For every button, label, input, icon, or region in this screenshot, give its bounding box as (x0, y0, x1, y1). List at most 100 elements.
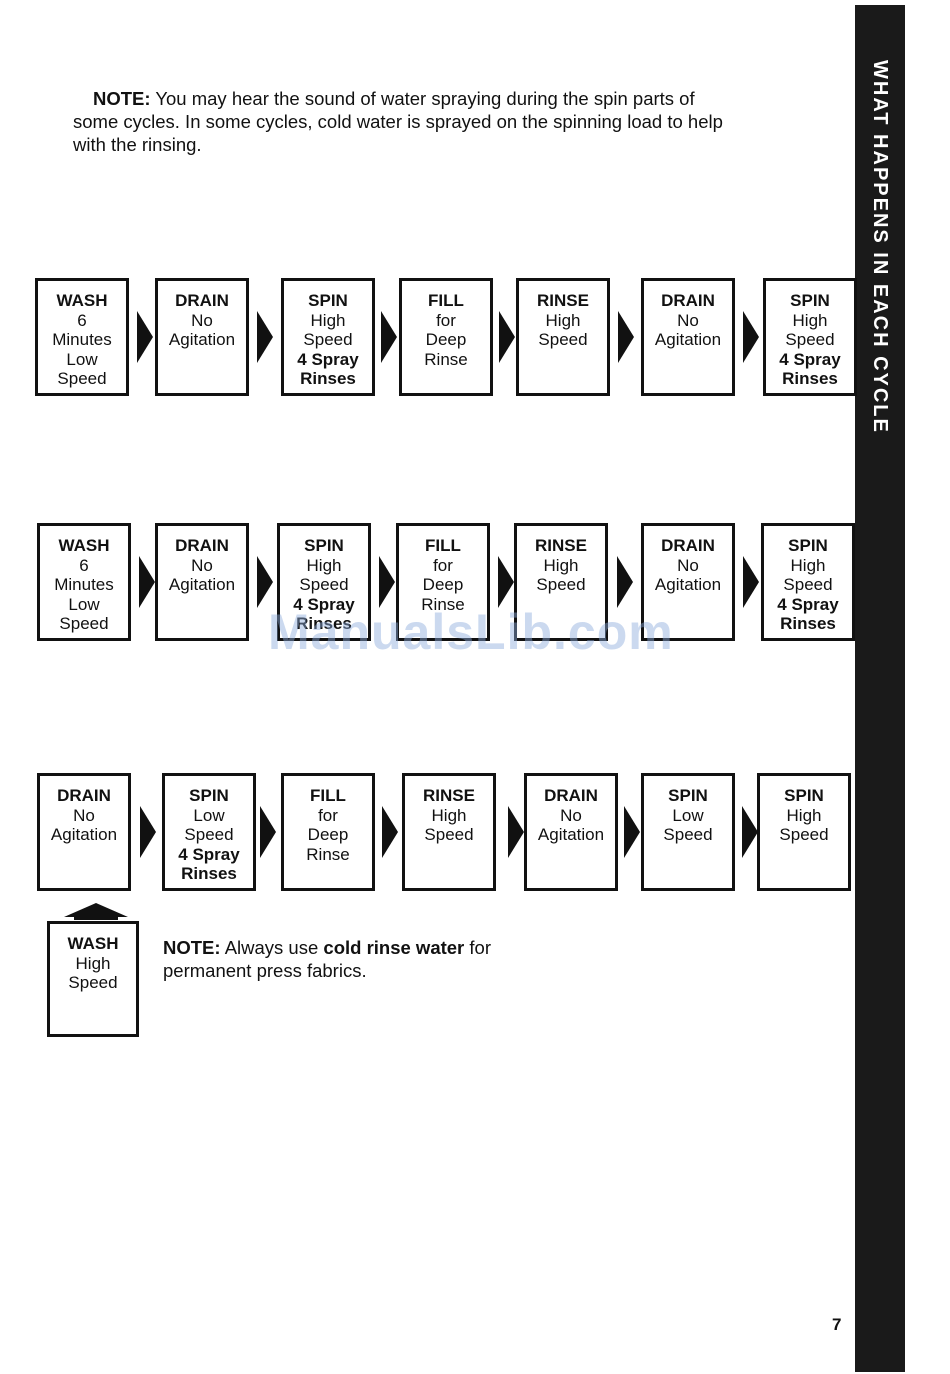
step-line: 6 (77, 310, 87, 330)
step-title: SPIN (790, 291, 830, 310)
arrow-right-icon (624, 806, 640, 858)
step-line: No (677, 310, 699, 330)
step-line: Agitation (654, 330, 722, 349)
step-line: 6 (79, 555, 89, 575)
step-title: RINSE (423, 786, 475, 805)
step-title: RINSE (535, 536, 587, 555)
step-line: Deep (425, 330, 467, 349)
step-line: Speed (59, 614, 109, 633)
step-line: Agitation (168, 330, 236, 349)
sidebar-title: WHAT HAPPENS IN EACH CYCLE (869, 60, 891, 434)
arrow-right-icon (381, 311, 397, 363)
step-line: Speed (779, 825, 829, 844)
page-number: 7 (832, 1315, 842, 1334)
step-title: FILL (425, 536, 461, 555)
step-line: No (73, 805, 95, 825)
step-line: Agitation (50, 825, 118, 844)
watermark: ManualsLib.com (268, 604, 674, 660)
note-bottom-text-a: Always use (224, 937, 319, 958)
sidebar-tab (855, 5, 905, 1372)
step-line: Rinses (181, 864, 237, 883)
arrow-right-icon (508, 806, 524, 858)
step-line: Speed (299, 575, 349, 594)
note-label: NOTE: (93, 88, 151, 109)
arrow-right-icon (499, 311, 515, 363)
step-title: DRAIN (57, 786, 111, 805)
step-line: Speed (536, 575, 586, 594)
step-line: for (433, 555, 453, 575)
step-line: Rinses (780, 614, 836, 633)
note-bottom: NOTE: Always use cold rinse water for pe… (163, 936, 613, 982)
step-line: Speed (538, 330, 588, 349)
step-line: High (786, 805, 822, 825)
arrow-right-icon (743, 556, 759, 608)
step-line: No (191, 555, 213, 575)
note-bottom-label: NOTE: (163, 937, 221, 958)
step-title: DRAIN (661, 291, 715, 310)
step-title: FILL (310, 786, 346, 805)
step-line: Speed (785, 330, 835, 349)
step-line: 4 Spray (178, 844, 240, 864)
step-line: High (545, 310, 581, 330)
step-line: Agitation (168, 575, 236, 594)
step-line: High (306, 555, 342, 575)
step-line: Low (66, 349, 98, 369)
note-line-2: some cycles. In some cycles, cold water … (73, 111, 723, 132)
step-line: 4 Spray (293, 594, 355, 614)
step-line: Minutes (54, 575, 114, 594)
step-line: Rinses (300, 369, 356, 388)
step-line: Low (68, 594, 100, 614)
step-title: SPIN (189, 786, 229, 805)
up-arrow-icon (64, 903, 128, 917)
note-bottom-text-b: for (469, 937, 491, 958)
arrow-right-icon (618, 311, 634, 363)
note-line-1: You may hear the sound of water spraying… (155, 88, 695, 109)
step-title: WASH (58, 536, 110, 555)
step-line: Speed (424, 825, 474, 844)
step-title: DRAIN (544, 786, 598, 805)
step-line: High (431, 805, 467, 825)
arrow-right-icon (379, 556, 395, 608)
step-line: Agitation (654, 575, 722, 594)
arrow-right-icon (140, 806, 156, 858)
step-title: SPIN (308, 291, 348, 310)
step-line: No (560, 805, 582, 825)
step-line: High (543, 555, 579, 575)
arrow-right-icon (617, 556, 633, 608)
step-title: SPIN (788, 536, 828, 555)
step-line: Rinse (306, 844, 350, 864)
step-line: Rinse (424, 349, 468, 369)
step-line: High (792, 310, 828, 330)
step-line: for (318, 805, 338, 825)
step-title: DRAIN (175, 291, 229, 310)
step-line: for (436, 310, 456, 330)
arrow-right-icon (139, 556, 155, 608)
step-line: 4 Spray (779, 349, 841, 369)
step-line: Minutes (52, 330, 112, 349)
step-line: Speed (57, 369, 107, 388)
arrow-right-icon (382, 806, 398, 858)
step-line: Speed (783, 575, 833, 594)
note-bottom-bold: cold rinse water (323, 937, 465, 958)
arrow-right-icon (498, 556, 514, 608)
step-title: FILL (428, 291, 464, 310)
up-arrow-bar (74, 915, 118, 920)
step-line: High (790, 555, 826, 575)
step-line: Speed (303, 330, 353, 349)
